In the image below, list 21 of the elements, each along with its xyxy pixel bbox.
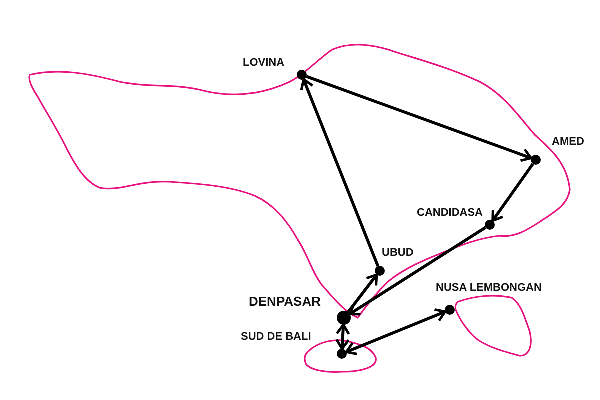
location-dot [337, 311, 351, 325]
route-arrow [336, 324, 350, 350]
route-arrow [347, 274, 378, 314]
location-dot [375, 266, 385, 276]
place-label: LOVINA [243, 57, 285, 69]
location-dot [337, 349, 347, 359]
route-arrow [348, 226, 487, 316]
route-arrow [300, 78, 380, 267]
location-dot [445, 305, 455, 315]
place-label: NUSA LEMBONGAN [436, 282, 542, 294]
place-label: UBUD [382, 247, 414, 259]
location-dot [297, 70, 307, 80]
place-label: AMED [552, 136, 584, 148]
place-label: SUD DE BALI [241, 331, 312, 343]
location-dot [485, 220, 495, 230]
route-arrow [345, 308, 447, 356]
route-arrow [306, 75, 533, 162]
place-label: CANDIDASA [417, 207, 483, 219]
place-label: DENPASAR [249, 294, 321, 309]
location-dot [531, 155, 541, 165]
route-arrow [492, 163, 534, 222]
